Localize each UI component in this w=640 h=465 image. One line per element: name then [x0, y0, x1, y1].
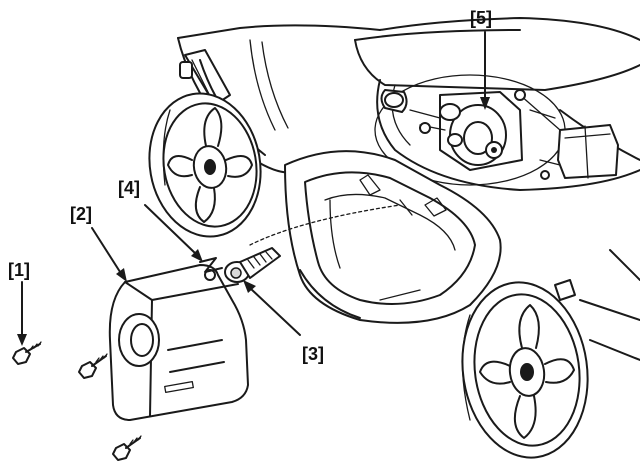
callout-label-1: [1]: [8, 260, 30, 280]
callout-label-4: [4]: [118, 178, 140, 198]
cover-part-2: [108, 264, 249, 421]
callout-label-2: [2]: [70, 204, 92, 224]
handle-bracket: [179, 49, 231, 106]
callout-labels: [1] [2] [3] [4] [5]: [8, 8, 492, 364]
arrow-3: [249, 287, 301, 336]
arrow-4: [144, 204, 197, 255]
discharge-opening: [249, 150, 502, 324]
callout-label-5: [5]: [470, 8, 492, 28]
clip-part-4: [199, 257, 223, 273]
pin-part-3: [224, 247, 281, 283]
bolt-3: [112, 435, 142, 461]
front-right-wheel: [461, 279, 589, 459]
bolt-2: [78, 353, 108, 379]
arrow-2: [91, 227, 123, 276]
rear-left-wheel: [148, 92, 262, 238]
bolt-part-1: [12, 341, 42, 365]
engine: [354, 29, 640, 191]
leader-arrows: [17, 31, 490, 346]
callout-label-3: [3]: [302, 344, 324, 364]
